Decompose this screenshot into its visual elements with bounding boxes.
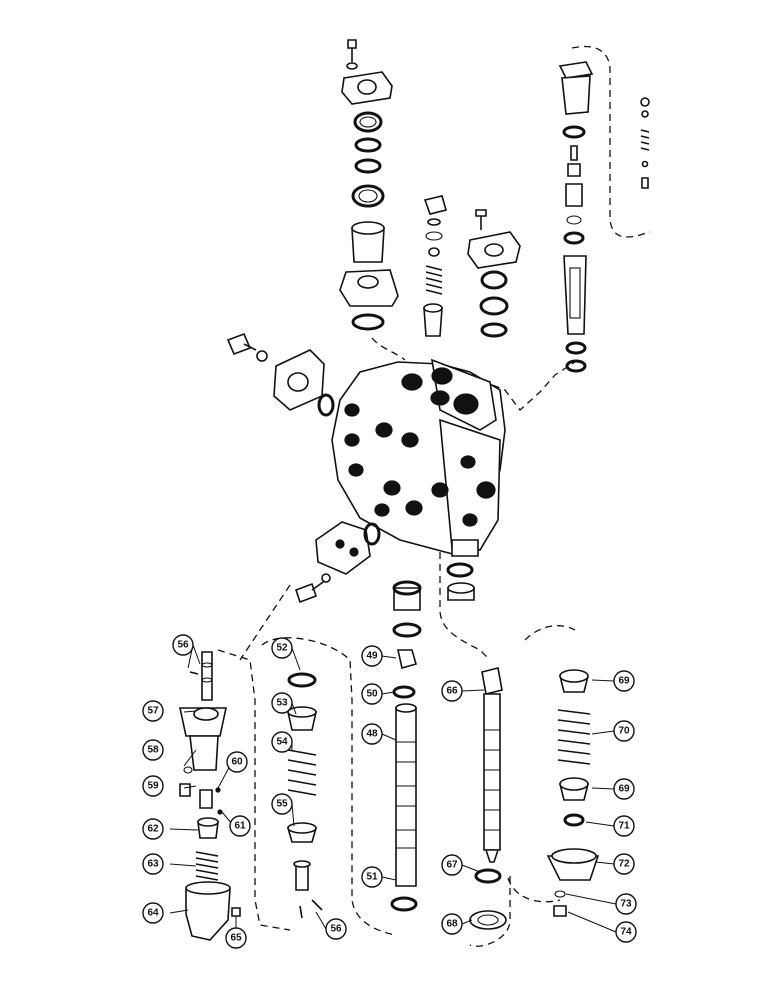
callout-69-top-label: 69 (618, 676, 630, 687)
callout-54: 54 (271, 731, 293, 753)
callout-49-label: 49 (366, 651, 378, 662)
callout-61-label: 61 (234, 821, 246, 832)
callout-67-label: 67 (446, 860, 458, 871)
callout-50-label: 50 (366, 689, 378, 700)
callout-73: 73 (615, 893, 637, 915)
callout-68-label: 68 (446, 919, 458, 930)
callout-59: 59 (142, 775, 164, 797)
callout-54-label: 54 (276, 737, 288, 748)
callout-72-label: 72 (618, 859, 630, 870)
right-flange-stack (467, 209, 521, 338)
callout-62-label: 62 (147, 824, 159, 835)
left-flange-assembly (226, 332, 381, 604)
callout-56-bottom-label: 56 (330, 924, 342, 935)
callout-59-label: 59 (147, 781, 159, 792)
callout-66: 66 (441, 680, 463, 702)
callout-70-label: 70 (618, 726, 630, 737)
callout-57-label: 57 (147, 706, 159, 717)
callout-64: 64 (142, 902, 164, 924)
center-plug-stack (423, 195, 447, 337)
callout-48: 48 (361, 723, 383, 745)
callout-68: 68 (441, 913, 463, 935)
callout-70: 70 (613, 720, 635, 742)
callout-48-label: 48 (366, 729, 378, 740)
callout-67: 67 (441, 854, 463, 876)
relief-valve-stack (558, 61, 650, 373)
callout-58: 58 (142, 739, 164, 761)
detent-assembly (179, 651, 241, 941)
callout-51-label: 51 (366, 872, 378, 883)
callout-50: 50 (361, 683, 383, 705)
callout-64-label: 64 (147, 908, 159, 919)
callout-74: 74 (615, 921, 637, 943)
body-bottom-seals (392, 562, 475, 638)
callout-74-label: 74 (620, 927, 632, 938)
callout-69-bottom-label: 69 (618, 784, 630, 795)
centering-spring-assembly (286, 672, 323, 919)
assembly-guide-lines (217, 45, 651, 947)
callout-51: 51 (361, 866, 383, 888)
callout-71-label: 71 (618, 821, 630, 832)
callout-58-label: 58 (147, 745, 159, 756)
main-spool-assembly (390, 649, 418, 912)
callout-69-top: 69 (613, 670, 635, 692)
callout-52-label: 52 (276, 643, 288, 654)
callout-71: 71 (613, 815, 635, 837)
callout-57: 57 (142, 700, 164, 722)
callout-53: 53 (271, 692, 293, 714)
callout-53-label: 53 (276, 698, 288, 709)
callout-leaders (169, 644, 617, 937)
callout-73-label: 73 (620, 899, 632, 910)
callout-65-label: 65 (230, 933, 242, 944)
spool-assembly-66 (469, 667, 507, 930)
callout-61: 61 (229, 815, 251, 837)
callout-56-bottom: 56 (325, 918, 347, 940)
callout-65: 65 (225, 927, 247, 949)
callout-63: 63 (142, 853, 164, 875)
top-center-part-stack (339, 39, 399, 331)
callout-66-label: 66 (446, 686, 458, 697)
callout-56-top: 56 (172, 634, 194, 656)
callout-63-label: 63 (147, 859, 159, 870)
callout-49: 49 (361, 645, 383, 667)
return-spring-assembly (546, 669, 600, 917)
callout-55: 55 (271, 793, 293, 815)
callout-60-label: 60 (231, 757, 243, 768)
callout-52: 52 (271, 637, 293, 659)
callout-72: 72 (613, 853, 635, 875)
valve-body (331, 358, 506, 557)
callout-62: 62 (142, 818, 164, 840)
callout-69-bottom: 69 (613, 778, 635, 800)
callout-60: 60 (226, 751, 248, 773)
callout-56-top-label: 56 (177, 640, 189, 651)
callout-55-label: 55 (276, 799, 288, 810)
